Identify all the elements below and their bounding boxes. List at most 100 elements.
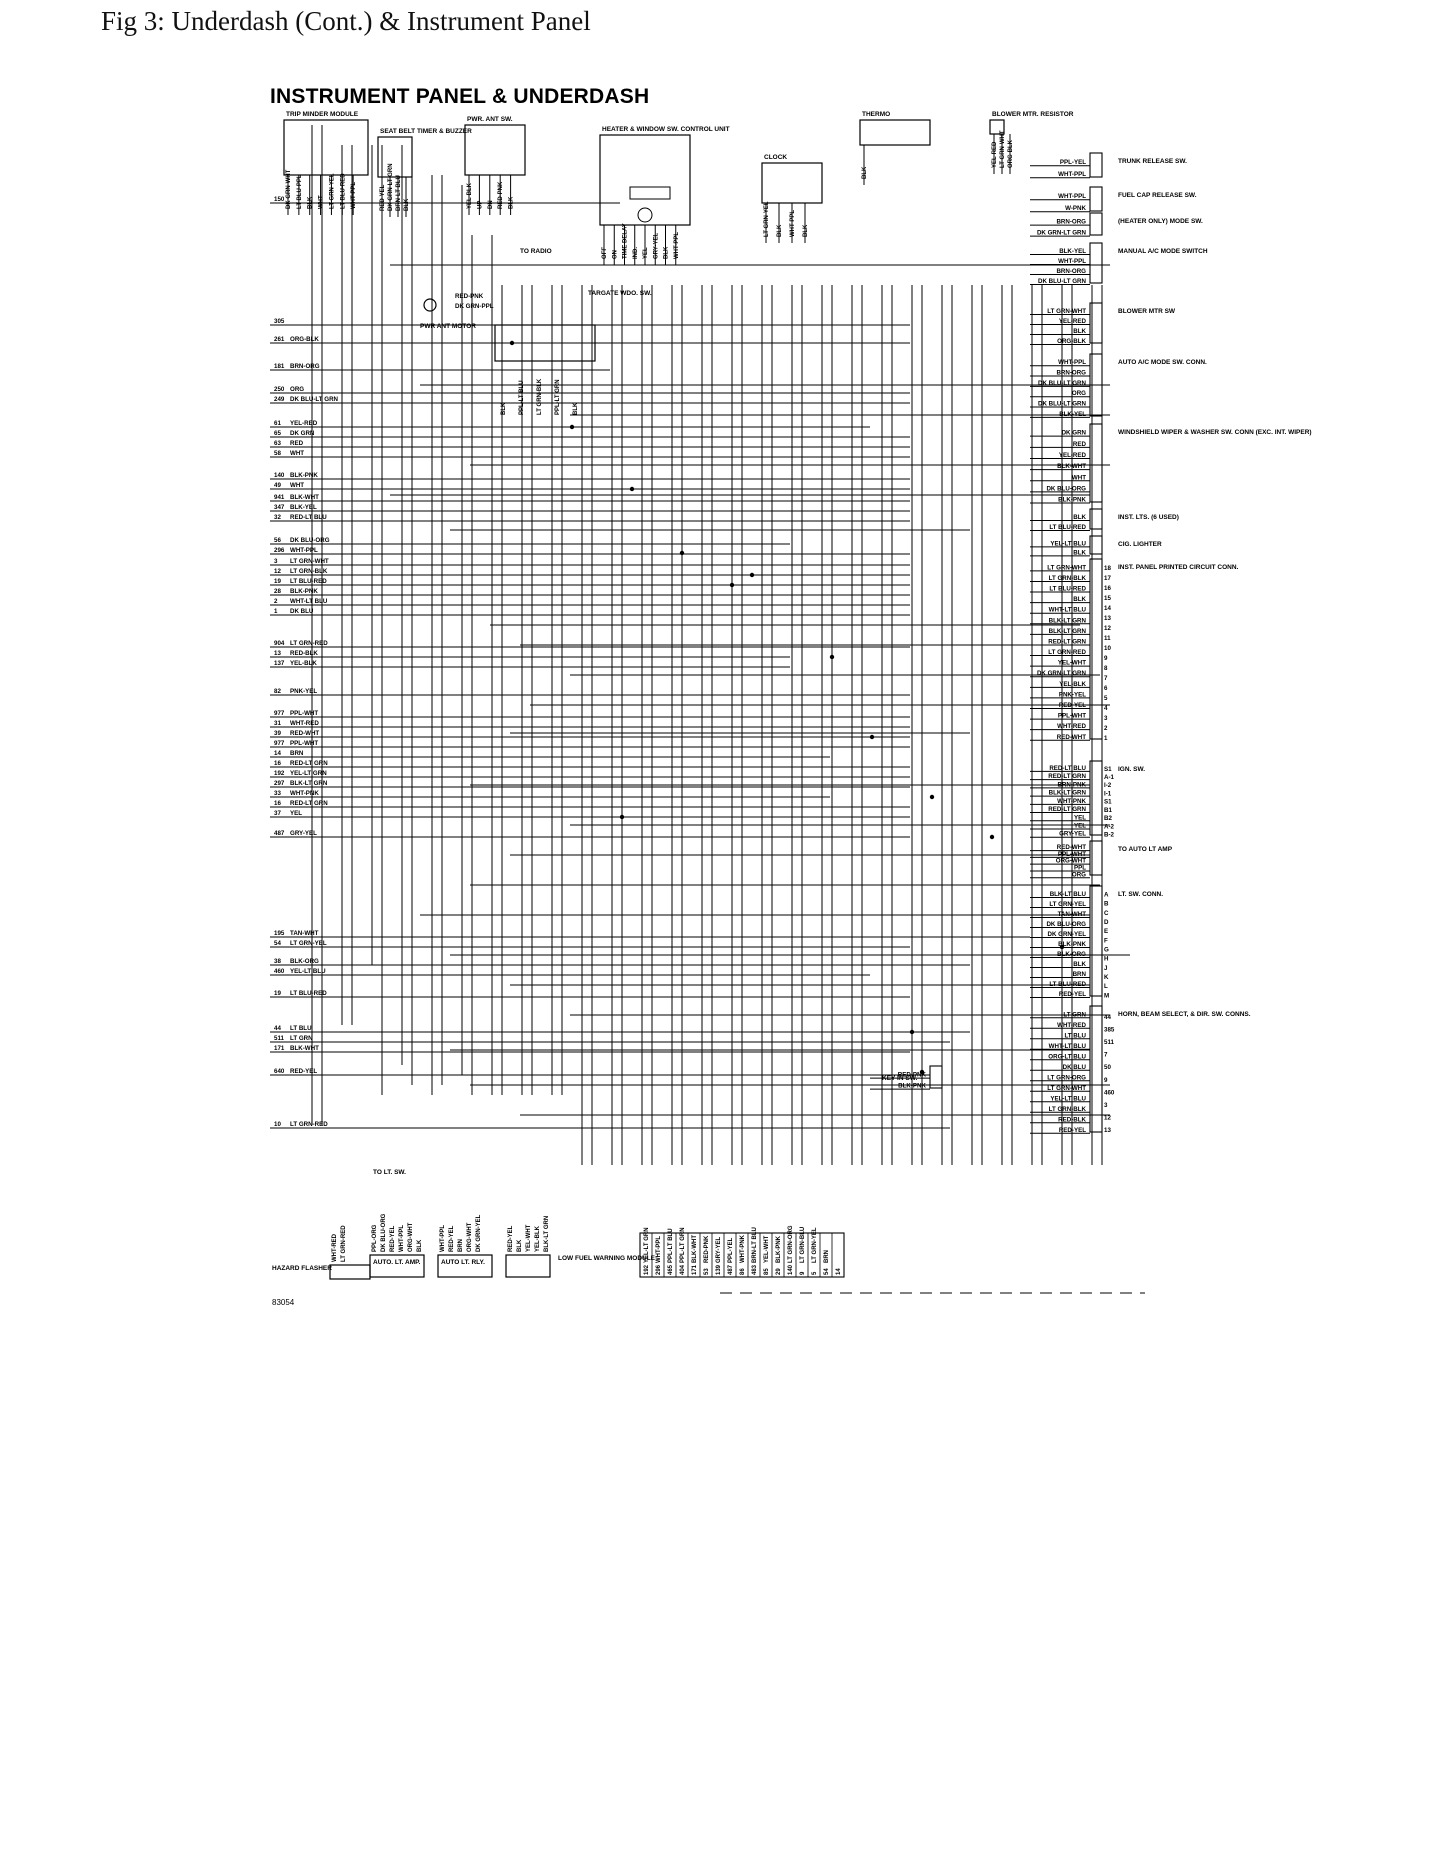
pin-label: ORG-BLK (1008, 139, 1014, 168)
bottom-circuit-code: 86 (740, 1268, 746, 1275)
pin-label: BLK (777, 224, 783, 237)
bottom-circuit-code: 140 (788, 1264, 794, 1275)
circuit-wire-color: YEL-BLK (290, 660, 317, 667)
wire-color-label: YEL-BLK (1059, 681, 1086, 688)
pin-number: 10 (1104, 645, 1111, 652)
circuit-wire-color: BRN (290, 750, 304, 757)
module-box (505, 1254, 551, 1278)
circuit-wire-color: RED-LT GRN (290, 760, 328, 767)
circuit-number: 460 (274, 968, 285, 975)
circuit-number: 487 (274, 830, 285, 837)
bottom-circuit-code: 53 (704, 1268, 710, 1275)
pin-number: 18 (1104, 565, 1111, 572)
module-pin-label: BRN (458, 1239, 464, 1252)
connector-box (1089, 186, 1103, 212)
bottom-circuit-code: 192 (644, 1264, 650, 1275)
circuit-wire-color: BLK-WHT (290, 1045, 319, 1052)
wire-color-label: BLK-LT BLU (1050, 891, 1087, 898)
antenna-wire-label: RED-PNK (455, 293, 484, 300)
module-pin-label: BLK-LT GRN (544, 1216, 550, 1252)
wire-color-label: BLK-LT GRN (1049, 617, 1087, 624)
antenna-motor-symbol (423, 298, 437, 312)
wire-color-label: BRN-ORG (1056, 268, 1086, 275)
circuit-number: 56 (274, 537, 281, 544)
circuit-wire-color: PPL-WHT (290, 710, 318, 717)
pin-number: A-2 (1104, 823, 1115, 830)
targate-pin-label: BLK (573, 402, 579, 415)
circuit-wire-color: RED-LT BLU (290, 514, 327, 521)
wire-color-label: PNK-YEL (1059, 691, 1086, 698)
pin-label: DN (488, 200, 494, 209)
bottom-connector-box (639, 1232, 845, 1278)
wire-color-label: LT GRN-BLK (1049, 1106, 1087, 1113)
circuit-number: 181 (274, 363, 285, 370)
wire-color-label: DK BLU-LT GRN (1038, 278, 1087, 285)
module-pin-label: YEL-WHT (526, 1224, 532, 1252)
pin-number: 1 (1104, 735, 1108, 742)
pin-number: 17 (1104, 575, 1111, 582)
pin-label: BLK (862, 166, 868, 179)
pin-number: 9 (1104, 655, 1108, 662)
wire-color-label: BLK (1073, 514, 1086, 521)
circuit-number: 150 (274, 196, 285, 203)
circuit-wire-color: WHT-RED (290, 720, 319, 727)
targate-pin-label: PPL-LT BLU (519, 380, 525, 415)
circuit-wire-color: DK BLU (290, 608, 314, 615)
pin-number: 15 (1104, 595, 1111, 602)
component-box (859, 119, 931, 146)
wire-color-label: BLK (1073, 961, 1086, 968)
pin-label: BLK (664, 246, 670, 259)
pin-label: RED-PNK (498, 181, 504, 209)
circuit-number: 58 (274, 450, 281, 457)
wire-color-label: YEL-WHT (1058, 660, 1086, 667)
pin-number: 9 (1104, 1077, 1108, 1084)
pin-label: WHT (319, 195, 325, 209)
circuit-wire-color: BLK-WHT (290, 494, 319, 501)
pin-number: 3 (1104, 1102, 1108, 1109)
circuit-number: 82 (274, 688, 281, 695)
circuit-wire-color: YEL (290, 810, 302, 817)
module-name: HAZARD FLASHER (272, 1265, 332, 1272)
pin-label: LT GRN-YEL (764, 201, 770, 237)
wire-color-label: DK BLU-ORG (1046, 921, 1086, 928)
right-connector: MANUAL A/C MODE SWITCHBLK-YELWHT-PPLBRN-… (1038, 242, 1208, 285)
circuit-number: 10 (274, 1121, 281, 1128)
pin-number: G (1104, 946, 1109, 953)
circuit-wire-color: PPL-WHT (290, 740, 318, 747)
right-connector: AUTO A/C MODE SW. CONN.WHT-PPLBRN-ORGDK … (1038, 353, 1207, 418)
circuit-wire-color: LT GRN-RED (290, 1121, 328, 1128)
wire-color-label: BLK (1073, 596, 1086, 603)
component-box (464, 124, 526, 176)
antenna-wire-label: DK GRN-PPL (455, 303, 494, 310)
splice-dot (919, 1069, 925, 1075)
circuit-number: 296 (274, 547, 285, 554)
right-connector: INST. PANEL PRINTED CIRCUIT CONN.LT GRN-… (1037, 558, 1239, 742)
wire-color-label: LT GRN-RED (1048, 649, 1086, 656)
pin-label: BRN-LT BLU (396, 175, 402, 211)
pin-number: M (1104, 992, 1109, 999)
circuit-number: 305 (274, 318, 285, 325)
bottom-circuit-code: 171 (692, 1264, 698, 1275)
wire-color-label: YEL-RED (1059, 452, 1087, 459)
circuit-wire-color: DK BLU-LT GRN (290, 396, 339, 403)
pin-number: 7 (1104, 675, 1108, 682)
bottom-circuit-code: 296 (656, 1264, 662, 1275)
circuit-wire-color: RED-LT GRN (290, 800, 328, 807)
connector-box (1089, 242, 1103, 284)
power-antenna-motor-label: PWR ANT MOTOR (420, 323, 476, 330)
circuit-wire-color: BLK-PNK (290, 588, 318, 595)
pin-label: YEL-BLK (467, 182, 473, 209)
splice-dot (929, 794, 935, 800)
pin-number: J (1104, 965, 1108, 972)
circuit-wire-color: BRN-ORG (290, 363, 320, 370)
wire-color-label: LT BLU-RED (1049, 981, 1086, 988)
wire-color-label: LT GRN (1063, 1011, 1086, 1018)
